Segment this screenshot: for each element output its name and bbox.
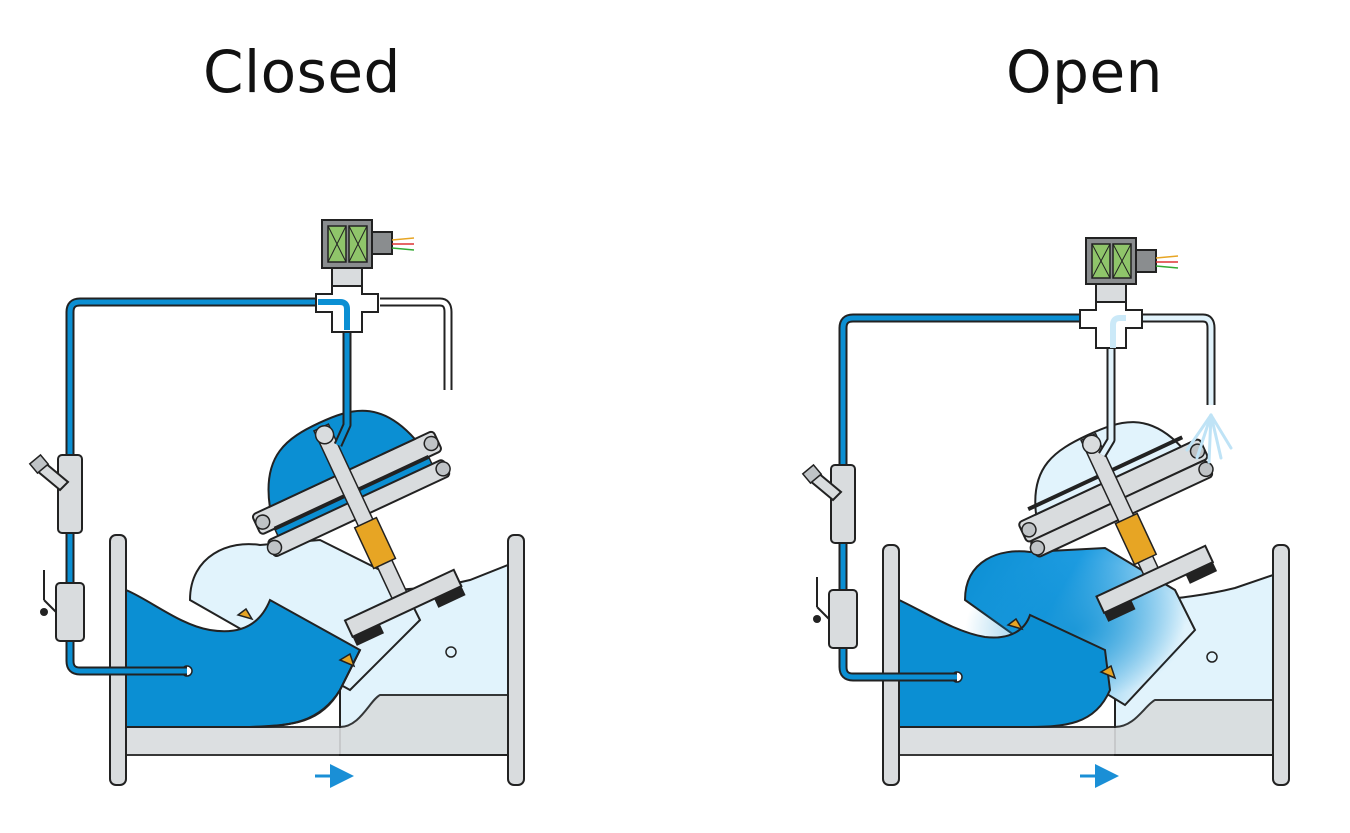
vent-spray-icon [1185, 413, 1233, 464]
valve-body-closed [109, 534, 525, 786]
control-chamber-closed [252, 409, 466, 646]
open-diagram [801, 237, 1290, 788]
control-chamber-open [1018, 421, 1218, 622]
title-open: Open [1006, 38, 1163, 106]
solenoid-pilot-icon [1079, 237, 1179, 349]
ball-valve-icon [40, 570, 85, 642]
closed-diagram [28, 219, 525, 788]
valve-body-open [882, 544, 1290, 786]
title-closed: Closed [203, 38, 401, 106]
ball-valve-icon [813, 577, 858, 649]
strainer-icon [801, 463, 856, 544]
solenoid-pilot-icon [315, 219, 415, 333]
strainer-icon [28, 453, 83, 534]
